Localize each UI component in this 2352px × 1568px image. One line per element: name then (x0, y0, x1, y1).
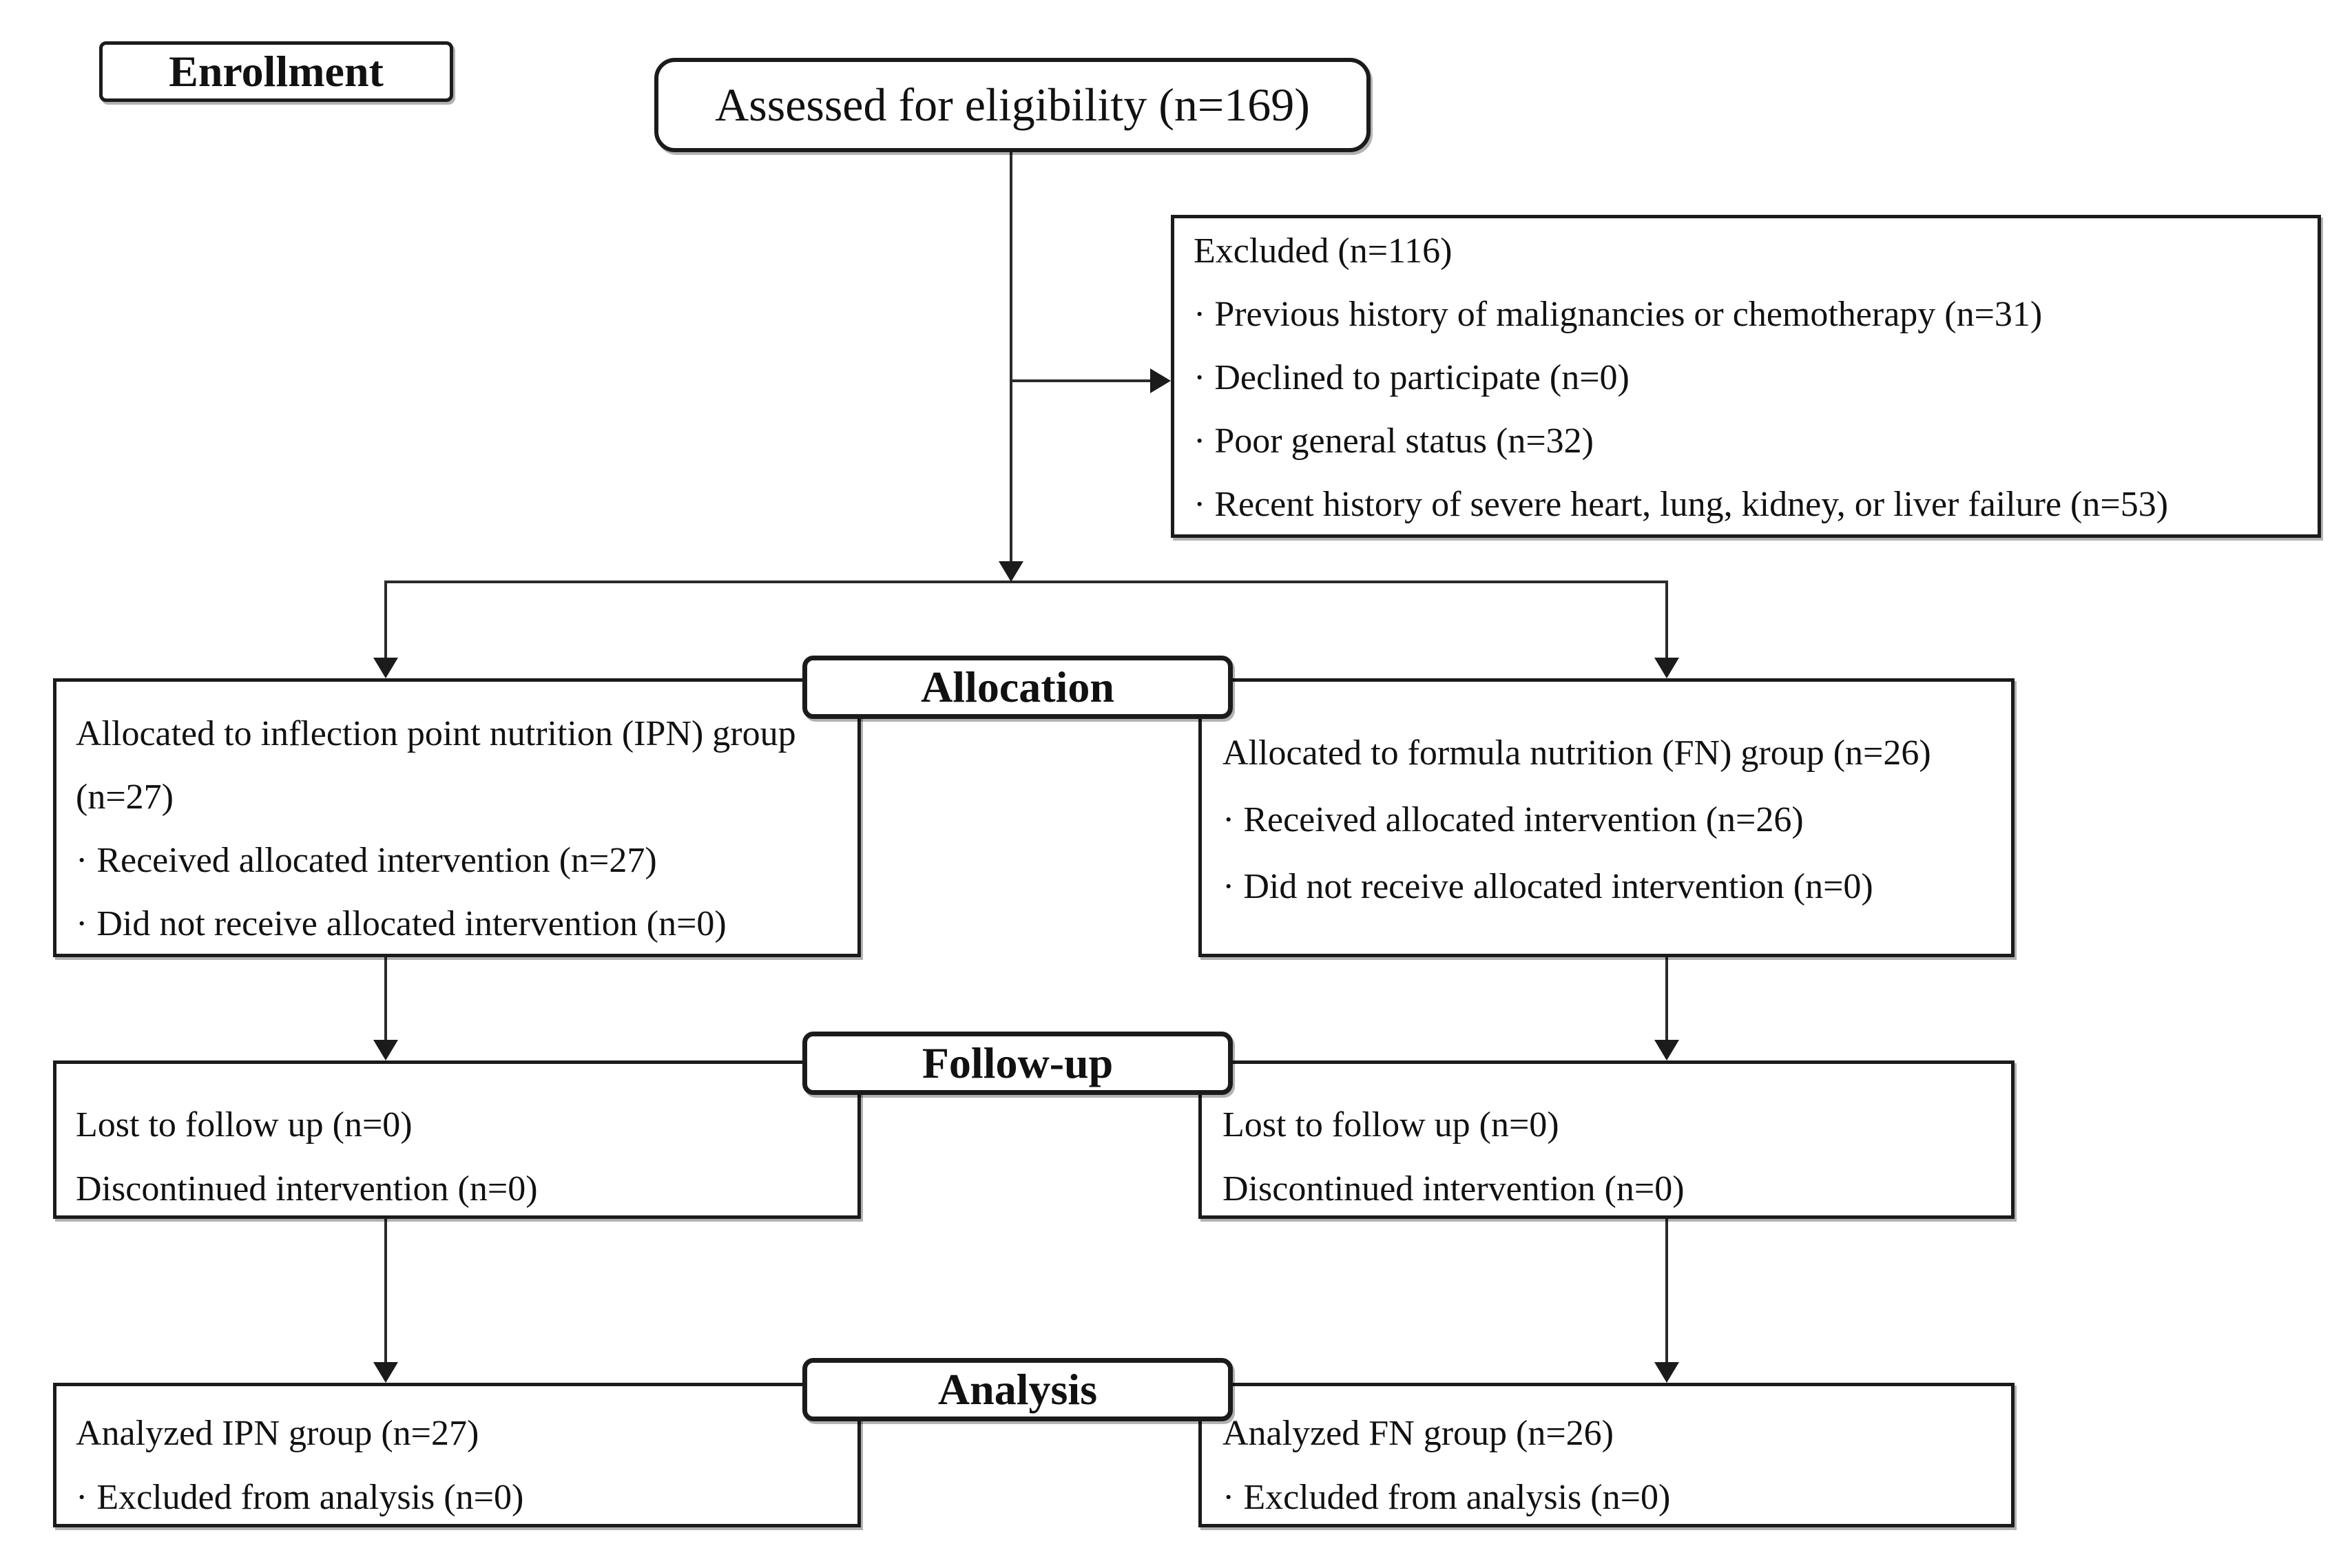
connector-alloc-to-followup-right (1665, 957, 1668, 1043)
arrowhead-into-allocation-left (373, 658, 398, 678)
allocation-fn-line: · Received allocated intervention (n=26) (1222, 800, 1804, 839)
connector-to-excluded (1011, 379, 1153, 382)
excluded-title: Excluded (n=116) (1194, 231, 1453, 271)
allocation-ipn-box: Allocated to inflection point nutrition … (53, 678, 861, 957)
arrowhead-into-analysis-right (1654, 1362, 1679, 1383)
allocation-fn-line: · Did not receive allocated intervention… (1222, 867, 1873, 906)
allocation-ipn-line: Allocated to inflection point nutrition … (76, 714, 796, 753)
branch-drop-right (1665, 581, 1668, 661)
excluded-item: · Recent history of severe heart, lung, … (1194, 485, 2169, 524)
allocation-ipn-line: (n=27) (76, 777, 174, 817)
excluded-item: · Previous history of malignancies or ch… (1194, 295, 2043, 334)
arrowhead-into-excluded (1150, 368, 1171, 393)
excluded-item: · Poor general status (n=32) (1194, 421, 1594, 461)
followup-fn-box: Lost to follow up (n=0) Discontinued int… (1198, 1060, 2015, 1219)
analysis-ipn-line: · Excluded from analysis (n=0) (76, 1478, 524, 1517)
branch-drop-left (384, 581, 387, 661)
connector-assessed-down (1010, 152, 1012, 565)
arrowhead-into-allocation-right (1654, 658, 1679, 678)
followup-ipn-line: Lost to follow up (n=0) (76, 1105, 413, 1144)
arrowhead-into-followup-left (373, 1040, 398, 1060)
connector-followup-to-analysis-left (384, 1219, 387, 1366)
analysis-ipn-line: Analyzed IPN group (n=27) (76, 1414, 479, 1453)
analysis-ipn-box: Analyzed IPN group (n=27) · Excluded fro… (53, 1383, 861, 1527)
stage-label-allocation: Allocation (802, 656, 1233, 719)
excluded-box: Excluded (n=116) · Previous history of m… (1171, 215, 2321, 538)
branch-line (384, 581, 1668, 583)
connector-alloc-to-followup-left (384, 957, 387, 1043)
followup-fn-line: Lost to follow up (n=0) (1222, 1105, 1559, 1144)
stage-label-enrollment: Enrollment (99, 41, 453, 102)
allocation-ipn-line: · Received allocated intervention (n=27) (76, 841, 657, 880)
assessed-box: Assessed for eligibility (n=169) (654, 58, 1371, 152)
followup-fn-line: Discontinued intervention (n=0) (1222, 1169, 1685, 1209)
allocation-ipn-line: · Did not receive allocated intervention… (76, 904, 727, 943)
analysis-fn-box: Analyzed FN group (n=26) · Excluded from… (1198, 1383, 2015, 1527)
followup-ipn-line: Discontinued intervention (n=0) (76, 1169, 538, 1209)
analysis-fn-line: · Excluded from analysis (n=0) (1222, 1478, 1671, 1517)
allocation-fn-line: Allocated to formula nutrition (FN) grou… (1222, 733, 1931, 773)
excluded-item: · Declined to participate (n=0) (1194, 358, 1630, 397)
stage-label-followup: Follow-up (802, 1032, 1233, 1095)
analysis-fn-line: Analyzed FN group (n=26) (1222, 1414, 1614, 1453)
followup-ipn-box: Lost to follow up (n=0) Discontinued int… (53, 1060, 861, 1219)
stage-label-analysis: Analysis (802, 1358, 1233, 1421)
connector-followup-to-analysis-right (1665, 1219, 1668, 1366)
allocation-fn-box: Allocated to formula nutrition (FN) grou… (1198, 678, 2015, 957)
assessed-text: Assessed for eligibility (n=169) (715, 79, 1310, 131)
arrowhead-into-analysis-left (373, 1362, 398, 1383)
arrowhead-into-followup-right (1654, 1040, 1679, 1060)
arrowhead-to-branch (999, 561, 1023, 582)
